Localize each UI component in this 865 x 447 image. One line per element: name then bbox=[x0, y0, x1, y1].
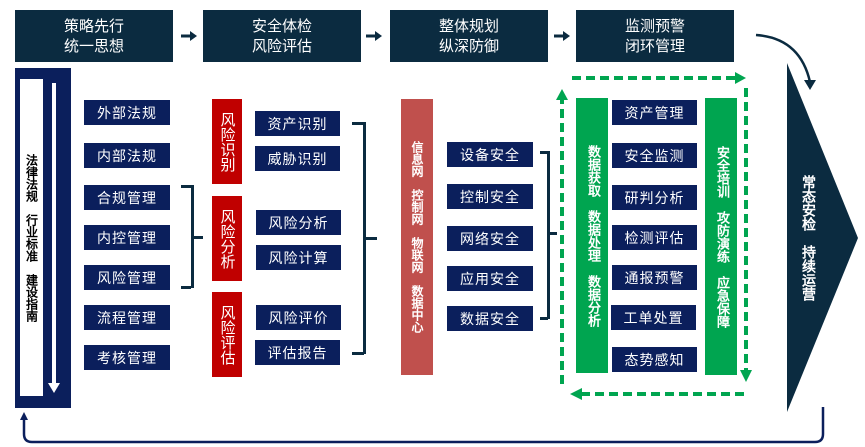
network-item-4: 应用安全 bbox=[447, 266, 533, 291]
return-loop-line bbox=[22, 407, 825, 444]
left-item-4: 内控管理 bbox=[84, 225, 170, 250]
final-label-wrap: 常态安检 持续运营 bbox=[793, 150, 823, 325]
risk-group-3-label: 风险评估 bbox=[212, 292, 242, 377]
bracket-network-top bbox=[540, 151, 548, 154]
left-column-vertical-label: 法律法规 行业标准 建设指南 bbox=[24, 153, 39, 322]
risk-item-1: 资产识别 bbox=[255, 111, 340, 136]
monitor-left-label: 数据获取 数据处理 数据分析 bbox=[585, 144, 600, 327]
stage-4-line2: 闭环管理 bbox=[624, 37, 685, 55]
left-column-down-arrow-head bbox=[48, 383, 60, 393]
stage-box-4: 监测预警 闭环管理 bbox=[576, 10, 734, 62]
stage-arrow-3 bbox=[554, 31, 570, 41]
stage-4-line1: 监测预警 bbox=[624, 17, 685, 35]
stage-3-line1: 整体规划 bbox=[438, 17, 499, 35]
left-item-2: 内部法规 bbox=[84, 143, 170, 168]
bracket-risk-stem bbox=[363, 237, 377, 240]
stage-arrow-2 bbox=[366, 31, 382, 41]
network-item-1: 设备安全 bbox=[447, 142, 533, 167]
left-item-3: 合规管理 bbox=[84, 185, 170, 210]
monitor-right-label: 安全培训 攻防演练 应急保障 bbox=[714, 145, 729, 328]
risk-group-2-label: 风险分析 bbox=[212, 196, 242, 281]
green-arrowhead-right bbox=[735, 72, 746, 84]
green-arrowhead-up bbox=[556, 89, 568, 100]
left-item-7: 考核管理 bbox=[84, 345, 170, 370]
left-item-1: 外部法规 bbox=[84, 100, 170, 125]
stage-2-line1: 安全体检 bbox=[251, 17, 312, 35]
monitor-item-2: 安全监测 bbox=[612, 143, 697, 168]
curved-arrow bbox=[755, 33, 812, 83]
curved-arrow-head bbox=[804, 80, 816, 90]
stage-box-1: 策略先行 统一思想 bbox=[15, 10, 173, 62]
network-item-3: 网络安全 bbox=[447, 226, 533, 251]
risk-group-1-label: 风险识别 bbox=[212, 99, 242, 184]
stage-box-3: 整体规划 纵深防御 bbox=[390, 10, 548, 62]
stage-3-line2: 纵深防御 bbox=[438, 37, 499, 55]
stage-1-line2: 统一思想 bbox=[63, 37, 124, 55]
network-vertical-label: 信息网 控制网 物联网 数据中心 bbox=[410, 141, 424, 333]
bracket-left-bottom bbox=[181, 286, 191, 289]
left-column-down-arrow-shaft bbox=[52, 83, 56, 383]
left-item-5: 风险管理 bbox=[84, 265, 170, 290]
final-vertical-label: 常态安检 持续运营 bbox=[800, 174, 816, 301]
return-loop-arrowhead bbox=[20, 412, 28, 420]
bracket-network-stem bbox=[547, 232, 557, 235]
bracket-network-vertical bbox=[547, 151, 550, 319]
risk-item-6: 评估报告 bbox=[255, 340, 340, 365]
network-item-2: 控制安全 bbox=[447, 184, 533, 209]
bracket-risk-bottom bbox=[352, 352, 364, 355]
bracket-network-bottom bbox=[540, 317, 548, 320]
stage-arrow-1 bbox=[181, 31, 197, 41]
stage-box-2: 安全体检 风险评估 bbox=[203, 10, 361, 62]
monitor-item-6: 工单处置 bbox=[611, 305, 696, 330]
risk-item-3: 风险分析 bbox=[256, 210, 341, 235]
monitor-item-5: 通报预警 bbox=[612, 265, 697, 290]
monitor-item-7: 态势感知 bbox=[612, 347, 697, 372]
monitor-item-3: 研判分析 bbox=[612, 185, 697, 210]
left-item-6: 流程管理 bbox=[84, 305, 170, 330]
network-label-box: 信息网 控制网 物联网 数据中心 bbox=[401, 99, 433, 375]
stage-2-line2: 风险评估 bbox=[251, 37, 312, 55]
risk-item-2: 威胁识别 bbox=[255, 146, 340, 171]
green-arrowhead-left bbox=[570, 388, 582, 400]
monitor-right-green-bar: 安全培训 攻防演练 应急保障 bbox=[705, 98, 737, 375]
risk-item-4: 风险计算 bbox=[256, 245, 341, 270]
left-column-label-box: 法律法规 行业标准 建设指南 bbox=[20, 79, 43, 396]
bracket-left-top bbox=[181, 185, 191, 188]
monitor-left-green-bar: 数据获取 数据处理 数据分析 bbox=[576, 98, 608, 373]
risk-item-5: 风险评价 bbox=[256, 305, 341, 330]
stage-1-line1: 策略先行 bbox=[63, 17, 124, 35]
network-item-5: 数据安全 bbox=[447, 306, 533, 331]
green-arrowhead-down bbox=[740, 370, 752, 382]
final-triangle-shape bbox=[787, 63, 858, 412]
bracket-risk-top bbox=[352, 122, 364, 125]
bracket-left-stem bbox=[191, 236, 203, 239]
monitor-item-1: 资产管理 bbox=[612, 100, 697, 125]
monitor-item-4: 检测评估 bbox=[612, 225, 697, 250]
green-dashed-loop bbox=[560, 76, 748, 396]
